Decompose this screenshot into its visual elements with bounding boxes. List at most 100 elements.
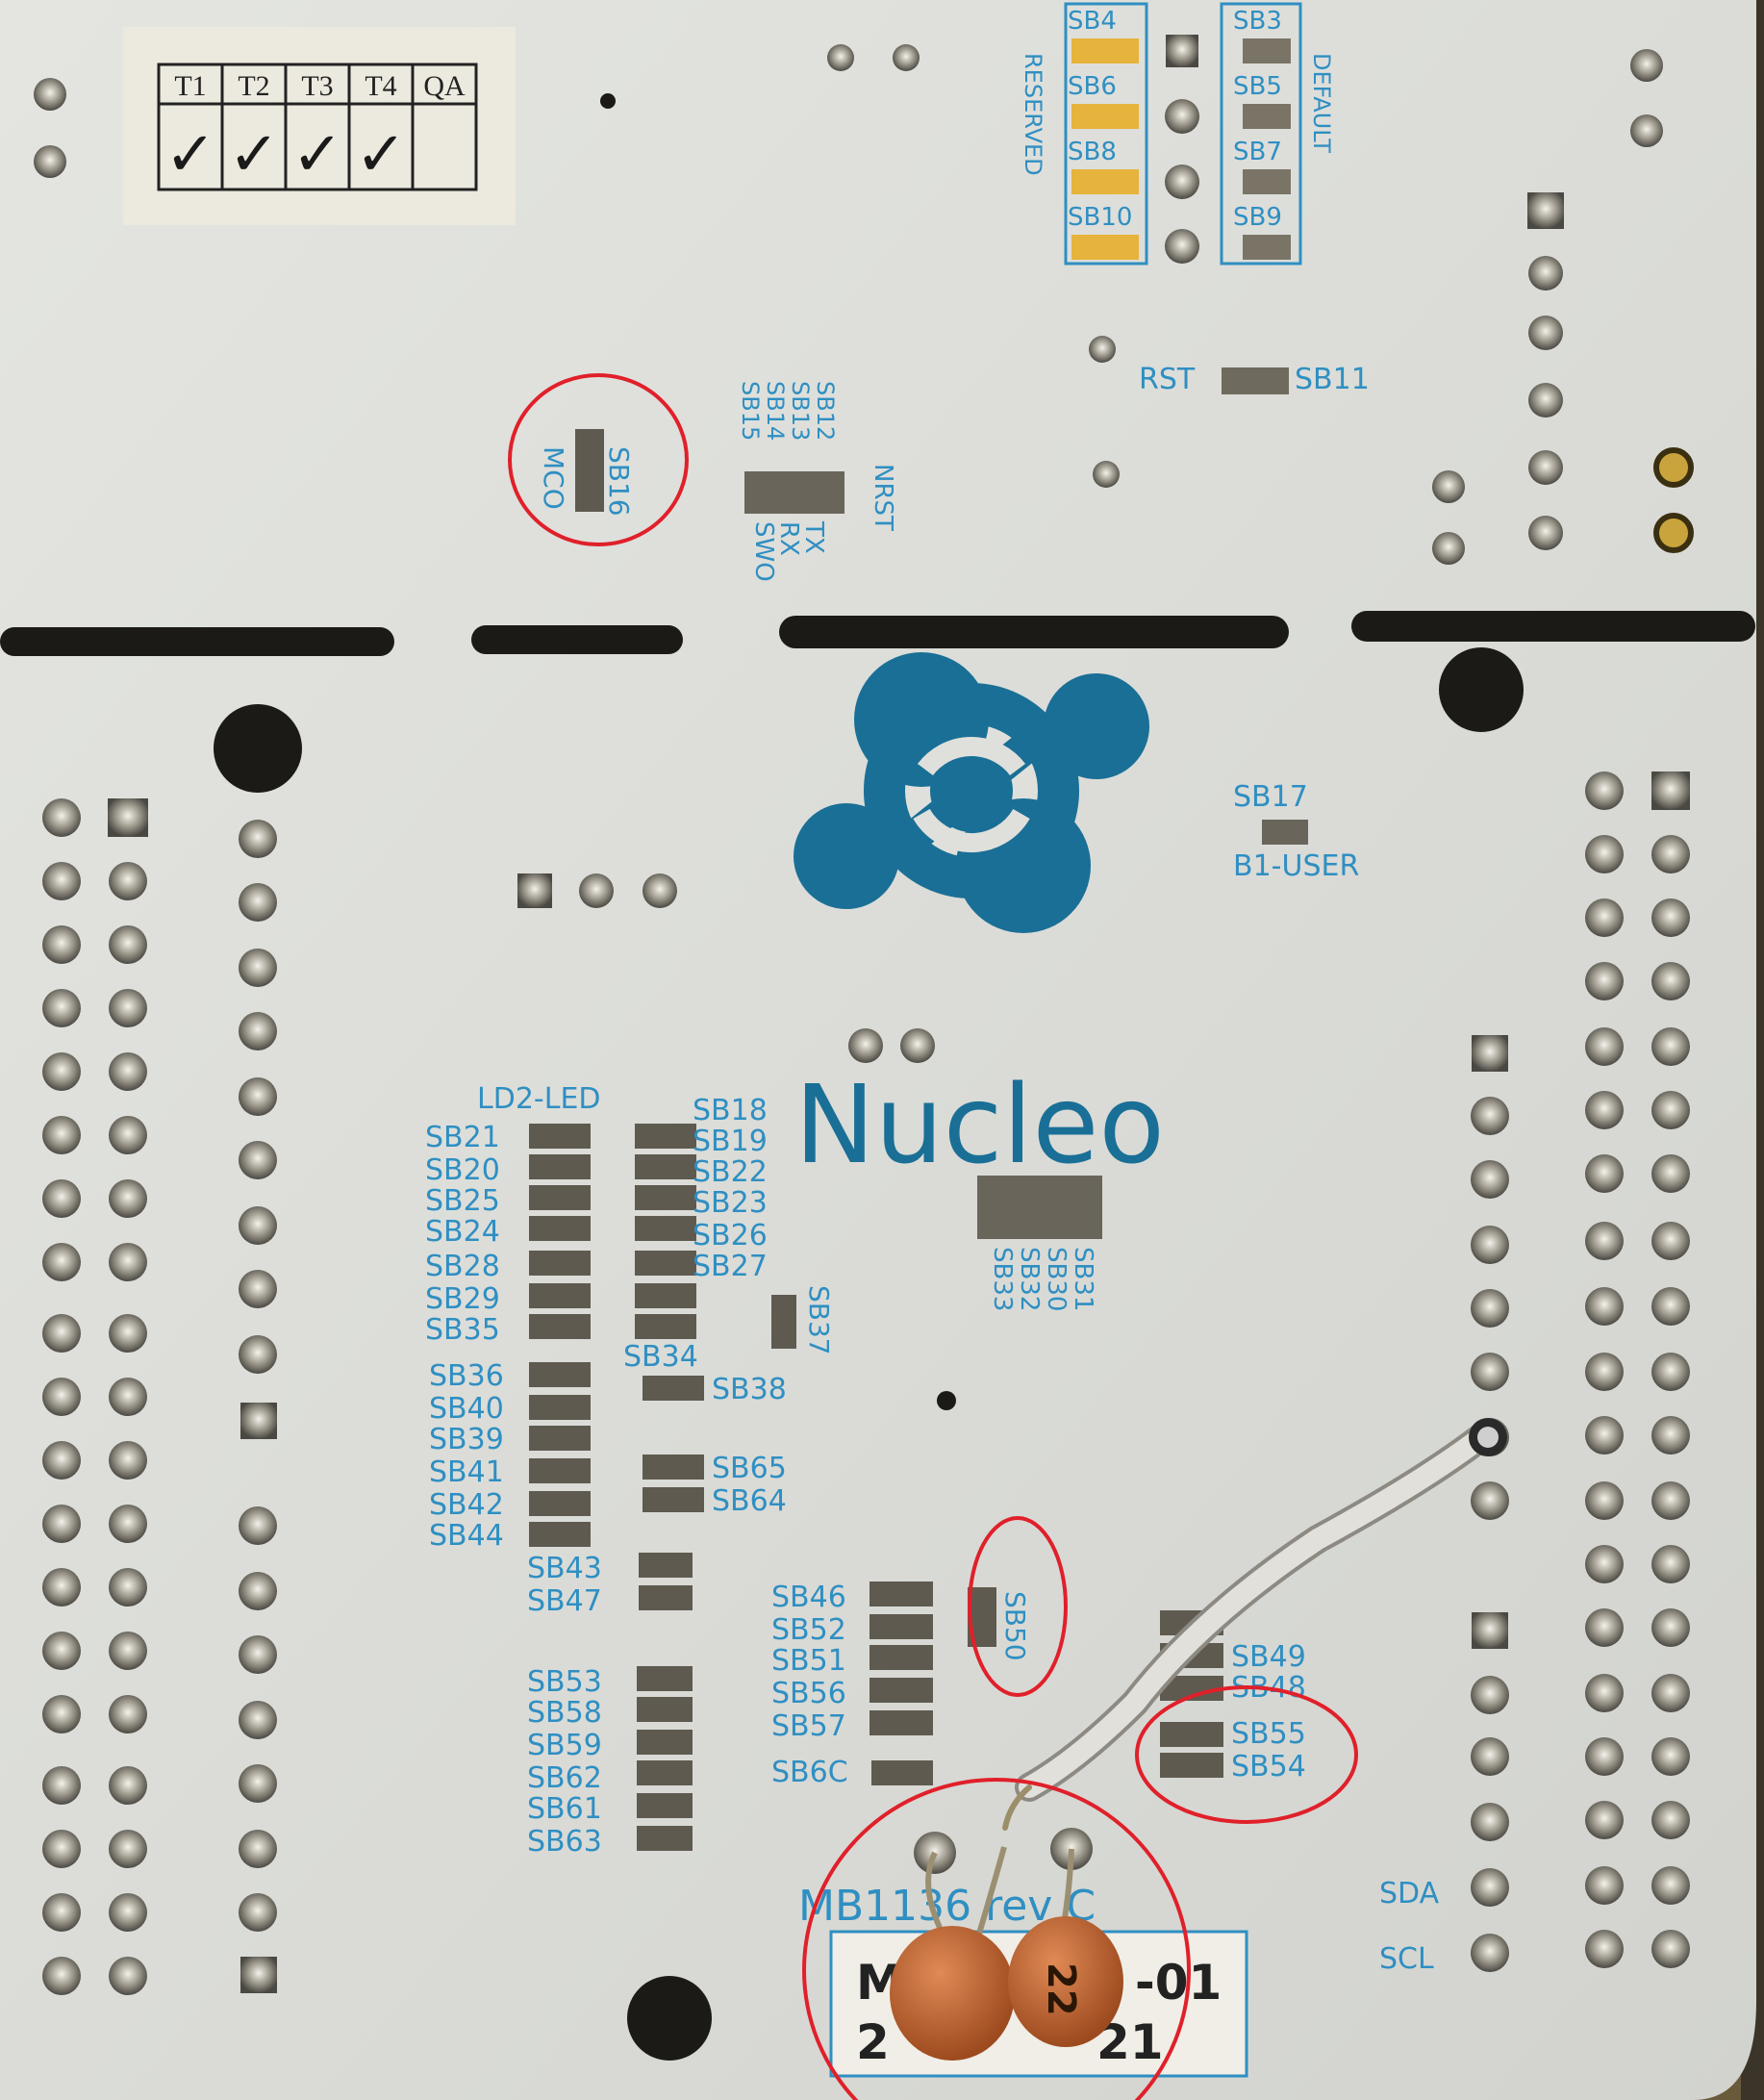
label-sb38: SB38 bbox=[712, 1373, 787, 1406]
qa-header-t4: T4 bbox=[365, 70, 396, 102]
bottom-left-jumpers: SB53 SB58 SB59 SB62 SB61 SB63 bbox=[527, 1665, 693, 1859]
label-sb29: SB29 bbox=[425, 1282, 500, 1316]
left-headers bbox=[42, 798, 277, 1995]
label-sb35: SB35 bbox=[425, 1313, 500, 1347]
label-sb47: SB47 bbox=[527, 1584, 602, 1618]
label-sb30: SB30 bbox=[1042, 1247, 1071, 1311]
ceramic-capacitors: 22 bbox=[890, 1828, 1123, 2061]
label-sb19: SB19 bbox=[693, 1125, 768, 1158]
label-sb22: SB22 bbox=[693, 1155, 768, 1189]
qa-sticker: T1 T2 T3 T4 QA ✓ ✓ ✓ ✓ bbox=[123, 27, 516, 225]
nucleo-logo: Nucleo bbox=[794, 652, 1165, 1188]
label-sb51: SB51 bbox=[771, 1644, 846, 1678]
label-sb53: SB53 bbox=[527, 1665, 602, 1699]
user-button-jumper: SB17 B1-USER bbox=[1233, 780, 1359, 883]
label-sb4: SB4 bbox=[1068, 7, 1117, 36]
label-tx: TX bbox=[799, 520, 828, 554]
swd-jumpers: SB15 SB14 SB13 SB12 NRST TX RX SWO bbox=[737, 381, 897, 582]
label-sb8: SB8 bbox=[1068, 138, 1117, 166]
right-headers bbox=[1471, 772, 1690, 1972]
rst-jumper: RST SB11 bbox=[1139, 363, 1370, 396]
label-reserved: RESERVED bbox=[1020, 53, 1046, 176]
label-nrst: NRST bbox=[869, 464, 897, 531]
label-sb24: SB24 bbox=[425, 1215, 500, 1249]
label-sb58: SB58 bbox=[527, 1696, 602, 1730]
sticker-line2-start: 2 bbox=[856, 2014, 890, 2070]
label-rst: RST bbox=[1139, 363, 1196, 396]
label-sb40: SB40 bbox=[429, 1392, 504, 1426]
label-sb50: SB50 bbox=[999, 1591, 1031, 1661]
label-sb21: SB21 bbox=[425, 1121, 500, 1154]
label-sb5: SB5 bbox=[1233, 72, 1282, 101]
top-misc-pads bbox=[827, 44, 1120, 488]
qa-mark-t3: ✓ bbox=[291, 119, 343, 190]
center-pads bbox=[517, 873, 935, 1063]
right-top-header bbox=[1432, 49, 1663, 565]
qa-mark-t4: ✓ bbox=[355, 119, 407, 190]
label-sb13: SB13 bbox=[787, 381, 814, 441]
label-sb27: SB27 bbox=[693, 1250, 768, 1283]
label-sda: SDA bbox=[1379, 1877, 1440, 1910]
highlight-sb16 bbox=[508, 373, 689, 546]
label-sb37: SB37 bbox=[803, 1285, 835, 1355]
label-sb54: SB54 bbox=[1231, 1750, 1306, 1784]
label-sb31: SB31 bbox=[1069, 1247, 1097, 1311]
capacitor-marking: 22 bbox=[1039, 1962, 1083, 2016]
mounting-holes bbox=[214, 93, 1524, 2061]
label-sb28: SB28 bbox=[425, 1250, 500, 1283]
label-sb42: SB42 bbox=[429, 1488, 504, 1522]
label-sb12: SB12 bbox=[812, 381, 839, 441]
ld2-jumper-block: LD2-LED SB21 SB20 SB25 SB24 SB28 SB29 bbox=[425, 1082, 835, 1374]
label-sb34: SB34 bbox=[623, 1340, 698, 1374]
bottom-mid-jumpers: SB46 SB52 SB51 SB56 SB57 SB6C SB48 SB49 … bbox=[771, 1581, 1306, 1789]
label-sb14: SB14 bbox=[762, 381, 789, 441]
label-sb10: SB10 bbox=[1068, 203, 1132, 232]
lower-left-jumpers: SB36 SB40 SB39 SB41 SB42 SB44 SB38 SB65 … bbox=[429, 1359, 787, 1618]
label-sb20: SB20 bbox=[425, 1153, 500, 1187]
label-sb9: SB9 bbox=[1233, 203, 1282, 232]
label-sb15: SB15 bbox=[737, 381, 764, 441]
highlight-capacitors bbox=[802, 1778, 1191, 2100]
label-sb55: SB55 bbox=[1231, 1717, 1306, 1751]
label-sb32: SB32 bbox=[1015, 1247, 1044, 1311]
label-rx: RX bbox=[774, 521, 803, 556]
label-sb65: SB65 bbox=[712, 1452, 787, 1485]
label-sb36: SB36 bbox=[429, 1359, 504, 1393]
gold-test-points bbox=[1653, 447, 1694, 553]
label-sb41: SB41 bbox=[429, 1455, 504, 1489]
qa-header-t2: T2 bbox=[238, 70, 269, 102]
board-slots bbox=[0, 611, 1755, 656]
label-sb52: SB52 bbox=[771, 1613, 846, 1647]
label-sb6c: SB6C bbox=[771, 1756, 848, 1789]
label-sb43: SB43 bbox=[527, 1552, 602, 1585]
highlight-circles bbox=[508, 373, 1358, 2100]
label-sb23: SB23 bbox=[693, 1186, 768, 1220]
label-default: DEFAULT bbox=[1308, 53, 1335, 153]
top-jumper-block: SB4 SB6 SB8 SB10 SB3 SB5 SB7 SB9 RESERVE… bbox=[1020, 2, 1335, 266]
label-sb17: SB17 bbox=[1233, 780, 1308, 814]
label-sb64: SB64 bbox=[712, 1484, 787, 1518]
label-sb6: SB6 bbox=[1068, 72, 1117, 101]
qa-mark-t1: ✓ bbox=[164, 119, 216, 190]
sb30-33-jumpers: SB33 SB32 SB30 SB31 bbox=[977, 1176, 1102, 1311]
highlight-sb54-sb55 bbox=[1135, 1685, 1358, 1824]
label-sb39: SB39 bbox=[429, 1423, 504, 1456]
nucleo-wordmark: Nucleo bbox=[794, 1063, 1165, 1188]
label-sb57: SB57 bbox=[771, 1709, 846, 1743]
top-left-pads bbox=[34, 78, 66, 178]
qa-header-t3: T3 bbox=[301, 70, 333, 102]
label-ld2-led: LD2-LED bbox=[477, 1082, 601, 1116]
label-sb61: SB61 bbox=[527, 1792, 602, 1826]
label-sb11: SB11 bbox=[1295, 363, 1370, 396]
white-wire bbox=[1002, 1418, 1507, 1831]
label-sb3: SB3 bbox=[1233, 7, 1282, 36]
label-sb33: SB33 bbox=[988, 1247, 1017, 1311]
sticker-line1-end: -01 bbox=[1135, 1955, 1222, 2011]
label-sb25: SB25 bbox=[425, 1184, 500, 1218]
label-sb56: SB56 bbox=[771, 1677, 846, 1710]
label-mco: MCO bbox=[538, 446, 569, 510]
label-scl: SCL bbox=[1379, 1942, 1434, 1976]
qa-header-t1: T1 bbox=[174, 70, 206, 102]
label-sb18: SB18 bbox=[693, 1094, 768, 1127]
